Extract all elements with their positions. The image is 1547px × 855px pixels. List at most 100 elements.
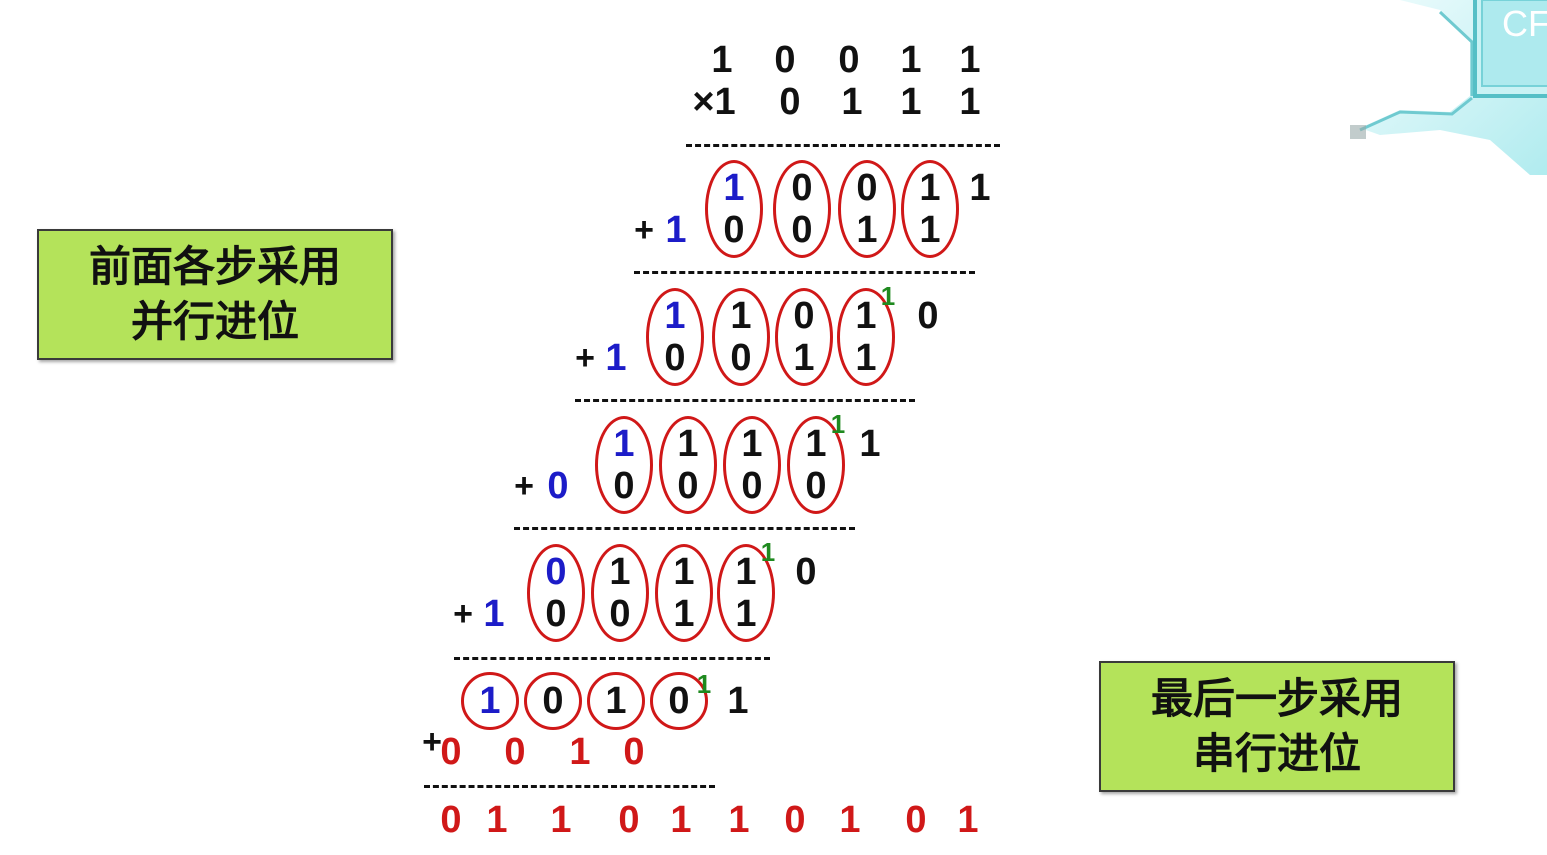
plus-sign: +: [514, 467, 534, 505]
multiplier-digit: 1: [900, 81, 922, 123]
addend-digit: 1: [856, 209, 878, 251]
partial-sum-digit: 1: [664, 295, 686, 337]
column-oval: [527, 544, 585, 642]
column-oval: [595, 416, 653, 514]
note-parallel-line1: 前面各步采用: [88, 241, 341, 291]
corner-label: CF: [1502, 3, 1547, 44]
partial-sum-digit: 0: [856, 167, 878, 209]
shifted-out-bit: 0: [795, 551, 817, 593]
plus-sign: +: [575, 339, 595, 377]
partial-sum-digit: 1: [741, 423, 763, 465]
partial-sum-digit: 1: [735, 551, 757, 593]
partial-sum-digit: 1: [609, 551, 631, 593]
result-digit: 0: [440, 799, 462, 841]
multiplier-digit: 1: [959, 81, 981, 123]
final-addend-digit: 0: [440, 731, 462, 773]
column-oval: [901, 160, 959, 258]
column-oval: [712, 288, 770, 386]
result-digit: 1: [839, 799, 861, 841]
addend-digit: 0: [730, 337, 752, 379]
final-oval: [650, 672, 708, 730]
addend-digit: 0: [741, 465, 763, 507]
result-digit: 1: [670, 799, 692, 841]
note-serial-line2: 串行进位: [1192, 728, 1361, 778]
final-oval: [461, 672, 519, 730]
result-digit: 0: [784, 799, 806, 841]
partial-sum-digit: 1: [805, 423, 827, 465]
addend-digit: 0: [613, 465, 635, 507]
carry-mark: 1: [830, 409, 846, 439]
addend-digit: 0: [677, 465, 699, 507]
addend-digit: 1: [919, 209, 941, 251]
final-plus-sign: +: [422, 723, 442, 761]
final-separator-line: [424, 785, 715, 788]
column-oval: [717, 544, 775, 642]
partial-sum-digit: 0: [545, 551, 567, 593]
column-oval: [723, 416, 781, 514]
addend-digit: 1: [735, 593, 757, 635]
multiplicand-digit: 0: [838, 39, 860, 81]
partial-sum-digit: 1: [677, 423, 699, 465]
addend-digit: 0: [664, 337, 686, 379]
multiplier-bit: 1: [483, 593, 505, 635]
multiplicand-digit: 1: [900, 39, 922, 81]
shifted-out-bit: 1: [969, 167, 991, 209]
shifted-out-bit: 1: [727, 680, 749, 722]
partial-sum-digit: 0: [793, 295, 815, 337]
multiplicand-digit: 0: [774, 39, 796, 81]
column-oval: [773, 160, 831, 258]
column-oval: [646, 288, 704, 386]
result-digit: 1: [728, 799, 750, 841]
column-oval: [659, 416, 717, 514]
final-partial-digit: 1: [479, 680, 501, 722]
multiplier-bit: 1: [605, 337, 627, 379]
result-digit: 1: [550, 799, 572, 841]
partial-sum-digit: 1: [919, 167, 941, 209]
step-separator-line: [514, 527, 855, 530]
multiplier-digit: 0: [779, 81, 801, 123]
result-digit: 1: [957, 799, 979, 841]
addend-digit: 1: [855, 337, 877, 379]
circuit-decoration: CF: [1350, 0, 1547, 175]
note-serial-line1: 最后一步采用: [1150, 673, 1403, 723]
result-digit: 0: [905, 799, 927, 841]
partial-sum-digit: 0: [791, 167, 813, 209]
addend-digit: 0: [723, 209, 745, 251]
note-parallel-line2: 并行进位: [130, 296, 299, 346]
result-digit: 0: [618, 799, 640, 841]
partial-sum-digit: 1: [855, 295, 877, 337]
partial-sum-digit: 1: [613, 423, 635, 465]
result-digit: 1: [486, 799, 508, 841]
addend-digit: 0: [791, 209, 813, 251]
final-partial-digit: 0: [668, 680, 690, 722]
plus-sign: +: [634, 211, 654, 249]
multiplier-digit: 1: [841, 81, 863, 123]
shifted-out-bit: 0: [917, 295, 939, 337]
carry-mark: 1: [696, 669, 712, 699]
multiplicand-digit: 1: [959, 39, 981, 81]
final-addend-digit: 0: [623, 731, 645, 773]
carry-mark: 1: [760, 537, 776, 567]
column-oval: [775, 288, 833, 386]
partial-sum-digit: 1: [730, 295, 752, 337]
column-oval: [787, 416, 845, 514]
addend-digit: 1: [793, 337, 815, 379]
final-addend-digit: 0: [504, 731, 526, 773]
partial-sum-digit: 1: [723, 167, 745, 209]
final-partial-digit: 1: [605, 680, 627, 722]
column-oval: [655, 544, 713, 642]
final-oval: [524, 672, 582, 730]
separator-line: [686, 144, 1000, 147]
plus-sign: +: [453, 595, 473, 633]
addend-digit: 0: [805, 465, 827, 507]
column-oval: [838, 160, 896, 258]
multiplier-digit: ×1: [692, 81, 736, 123]
column-oval: [591, 544, 649, 642]
partial-sum-digit: 1: [673, 551, 695, 593]
addend-digit: 0: [609, 593, 631, 635]
multiplier-bit: 0: [547, 465, 569, 507]
note-parallel-carry: 前面各步采用 并行进位: [37, 229, 393, 360]
multiplicand-digit: 1: [711, 39, 733, 81]
carry-mark: 1: [880, 281, 896, 311]
